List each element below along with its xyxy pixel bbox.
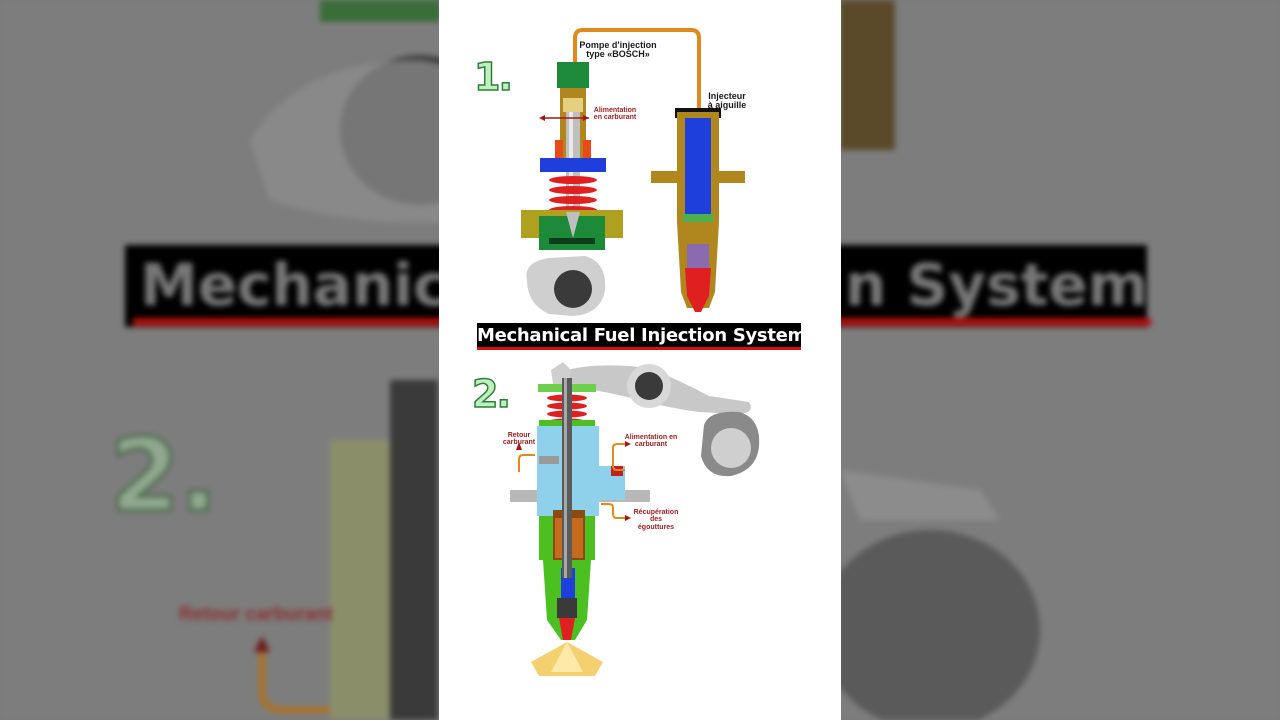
diagram-svg (510, 28, 760, 676)
pump-label: Pompe d'injection type «BOSCH» (579, 40, 657, 60)
needle-injector (651, 108, 745, 312)
page-title: Mechanical Fuel Injection System (477, 325, 807, 346)
title-banner: Mechanical Fuel Injection System (477, 323, 807, 350)
diagram-panel: 1. 2. Pompe d'injection type «BOSCH» Inj… (439, 0, 841, 720)
feed-label-2: Alimentation en carburant (624, 434, 678, 449)
background-number: 2. (110, 417, 218, 534)
background-retour-label: Retour carburant (179, 604, 334, 625)
fuel-line-1 (573, 28, 701, 110)
step-2-number: 2. (471, 371, 511, 417)
step-1-number: 1. (473, 54, 513, 100)
rocker-arm (567, 364, 760, 477)
leak-pipe (601, 503, 625, 519)
return-pipe (518, 454, 535, 472)
leak-label: Récupération des égouttures (633, 509, 679, 531)
background-title-left: Mechanica (140, 251, 487, 319)
return-label-2: Retour carburant (502, 432, 536, 447)
feed-pipe-2 (612, 443, 625, 471)
bosch-pump (521, 62, 623, 316)
feed-label-1: Alimentation en carburant (593, 107, 637, 122)
unit-injector (510, 362, 650, 676)
injector-label: Injecteur à aiguille (707, 91, 747, 111)
background-title-right: n System (845, 251, 1148, 319)
